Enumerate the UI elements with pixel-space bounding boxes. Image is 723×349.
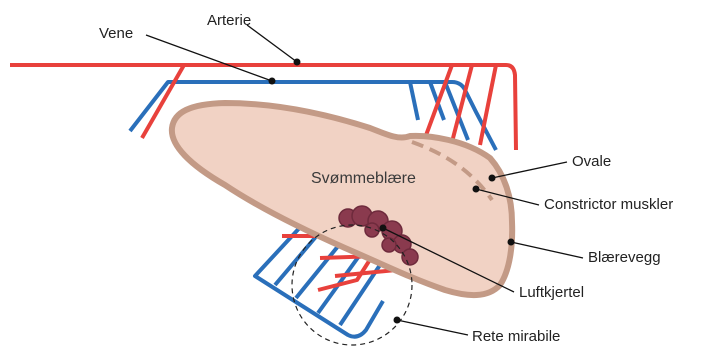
label-rete-mirabile: Rete mirabile <box>472 328 560 345</box>
leader-vene <box>146 35 272 81</box>
leader-ovale <box>492 162 567 178</box>
leader-arterie <box>247 25 297 62</box>
artery-branch-1 <box>425 65 452 138</box>
label-vene: Vene <box>99 25 133 42</box>
leader-blaerevegg <box>511 242 583 258</box>
label-luftkjertel: Luftkjertel <box>519 284 584 301</box>
label-constrictor: Constrictor muskler <box>544 196 673 213</box>
vein-branch-1 <box>410 82 418 120</box>
label-svommeblaere: Svømmeblære <box>311 170 416 187</box>
label-blaerevegg: Blærevegg <box>588 249 661 266</box>
leader-rete-mirabile <box>397 320 468 335</box>
label-ovale: Ovale <box>572 153 611 170</box>
label-arterie: Arterie <box>207 12 251 29</box>
